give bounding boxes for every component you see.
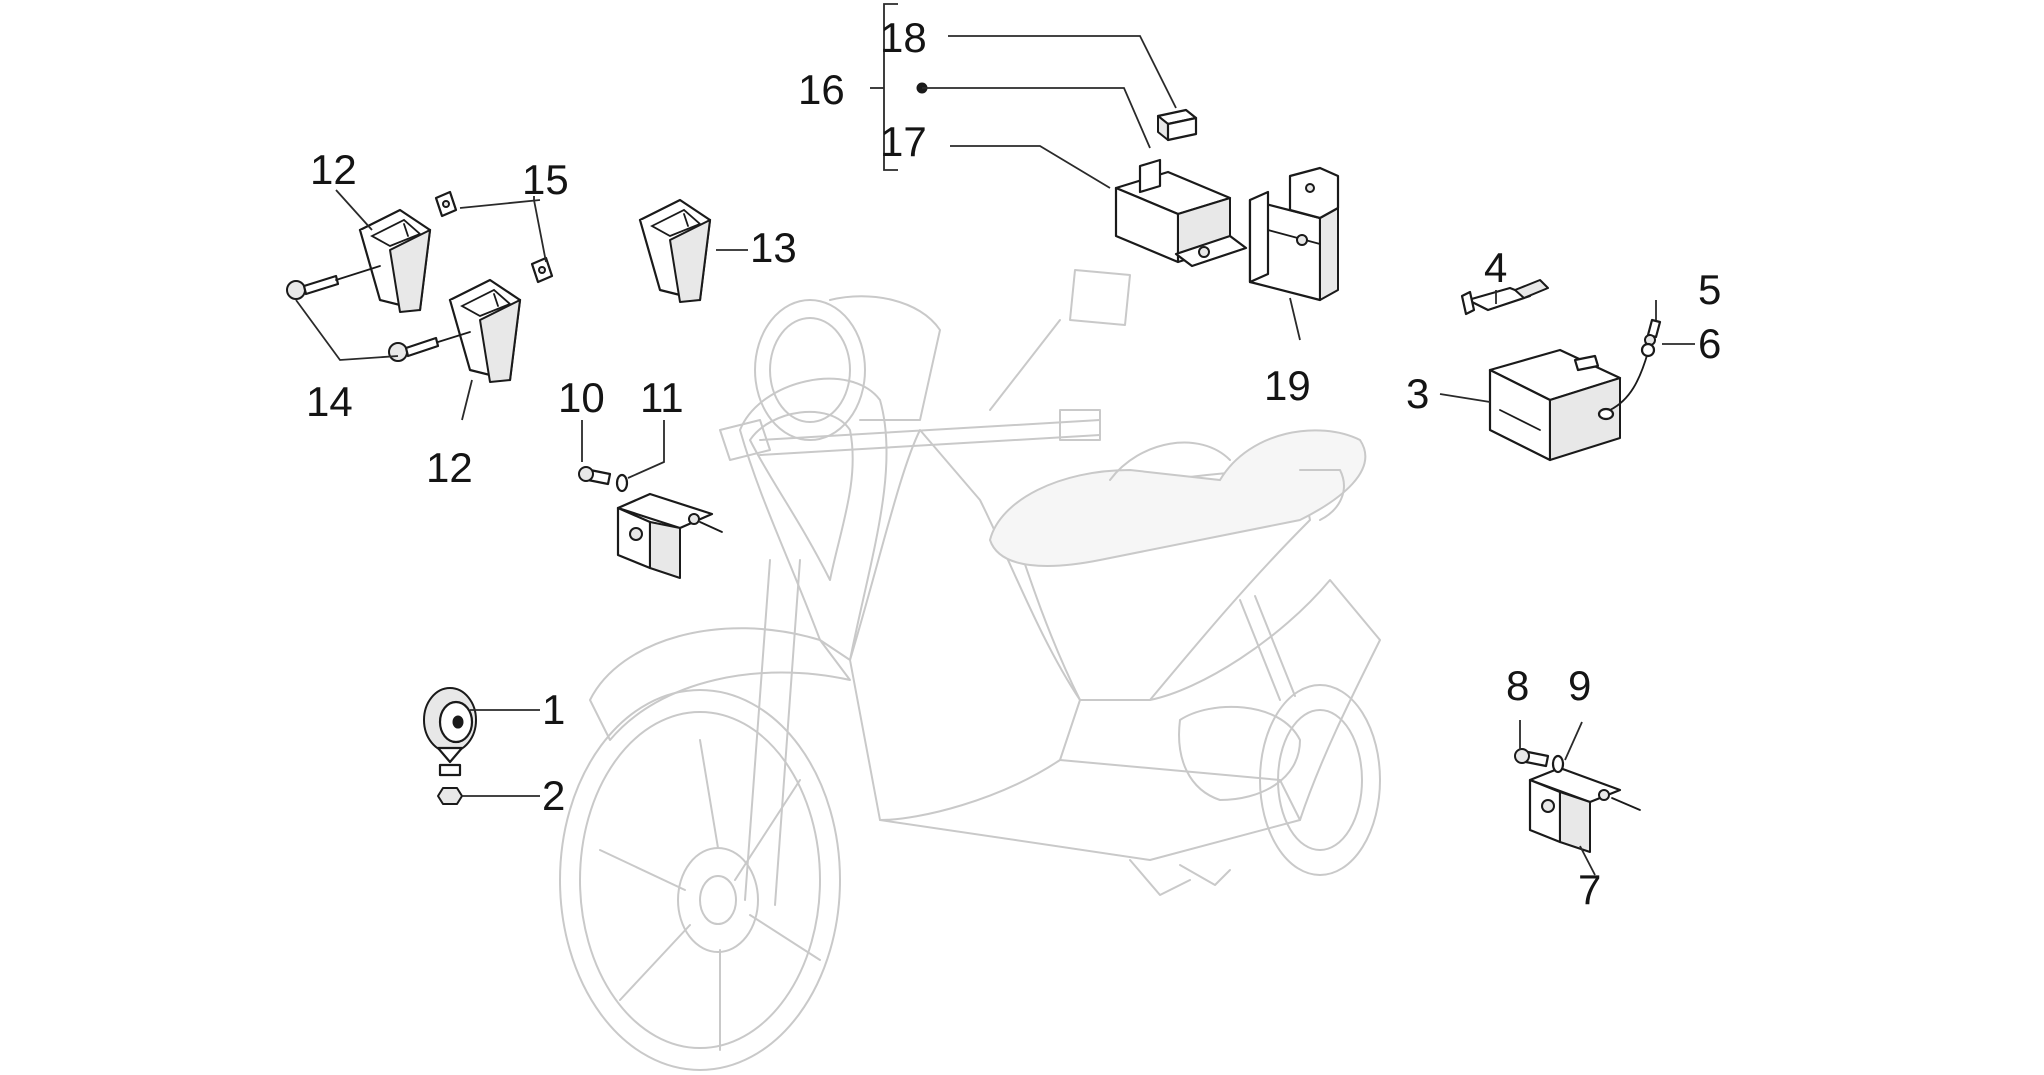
bracket-left-washer-icon <box>615 473 629 493</box>
relay-bracket-assembly <box>1248 166 1340 341</box>
bracket-right-screw-icon <box>1514 748 1550 768</box>
callout-5: 5 <box>1698 266 1721 313</box>
callout-15: 15 <box>522 156 569 203</box>
ground-cable-icon <box>1597 342 1656 421</box>
callout-3: 3 <box>1406 370 1429 417</box>
mount-clip-upper-icon <box>434 190 458 218</box>
scooter-outline <box>559 269 1381 1071</box>
horn-nut-icon <box>437 787 463 805</box>
bracket-right-washer-icon <box>1551 754 1565 774</box>
battery-assembly <box>1439 279 1695 462</box>
mount-screw-lower-icon <box>388 331 471 362</box>
callout-2: 2 <box>542 772 565 819</box>
bracket-right-assembly <box>1514 720 1641 876</box>
mount-screw-upper-icon <box>286 265 381 300</box>
callout-8: 8 <box>1506 662 1529 709</box>
callout-1: 1 <box>542 686 565 733</box>
callout-6: 6 <box>1698 320 1721 367</box>
callout-labels: 1 2 3 4 5 6 7 8 9 10 11 12 12 13 14 15 1… <box>306 14 1721 913</box>
front-wheel <box>559 689 841 1071</box>
battery-icon <box>1488 348 1622 462</box>
callout-19: 19 <box>1264 362 1311 409</box>
relay-fuse-assembly <box>870 3 1248 268</box>
relay-bracket-icon <box>1248 166 1340 302</box>
callout-16: 16 <box>798 66 845 113</box>
callout-17: 17 <box>880 118 927 165</box>
mount-clip-lower-icon <box>530 256 554 284</box>
horn-assembly <box>423 687 540 805</box>
callout-12-upper: 12 <box>310 146 357 193</box>
callout-11: 11 <box>640 374 684 421</box>
callout-12-lower: 12 <box>426 444 473 491</box>
bracket-left-icon <box>616 492 723 579</box>
bracket-left-screw-icon <box>578 466 612 486</box>
callout-9: 9 <box>1568 662 1591 709</box>
rubber-mount-assembly <box>286 189 748 421</box>
fuse-icon <box>1156 108 1198 142</box>
callout-18: 18 <box>880 14 927 61</box>
callout-4: 4 <box>1484 244 1507 291</box>
battery-bolt-icon <box>1644 318 1662 346</box>
callout-14: 14 <box>306 378 353 425</box>
callout-13: 13 <box>750 224 797 271</box>
bracket-right-icon <box>1528 766 1641 853</box>
bracket-left-assembly <box>578 420 723 579</box>
relay-icon <box>1114 158 1248 268</box>
callout-10: 10 <box>558 374 605 421</box>
rubber-mount-lower-icon <box>448 278 522 383</box>
callout-7: 7 <box>1578 866 1601 913</box>
rubber-mount-upper-icon <box>358 208 432 313</box>
rubber-mount-right-icon <box>638 198 712 303</box>
